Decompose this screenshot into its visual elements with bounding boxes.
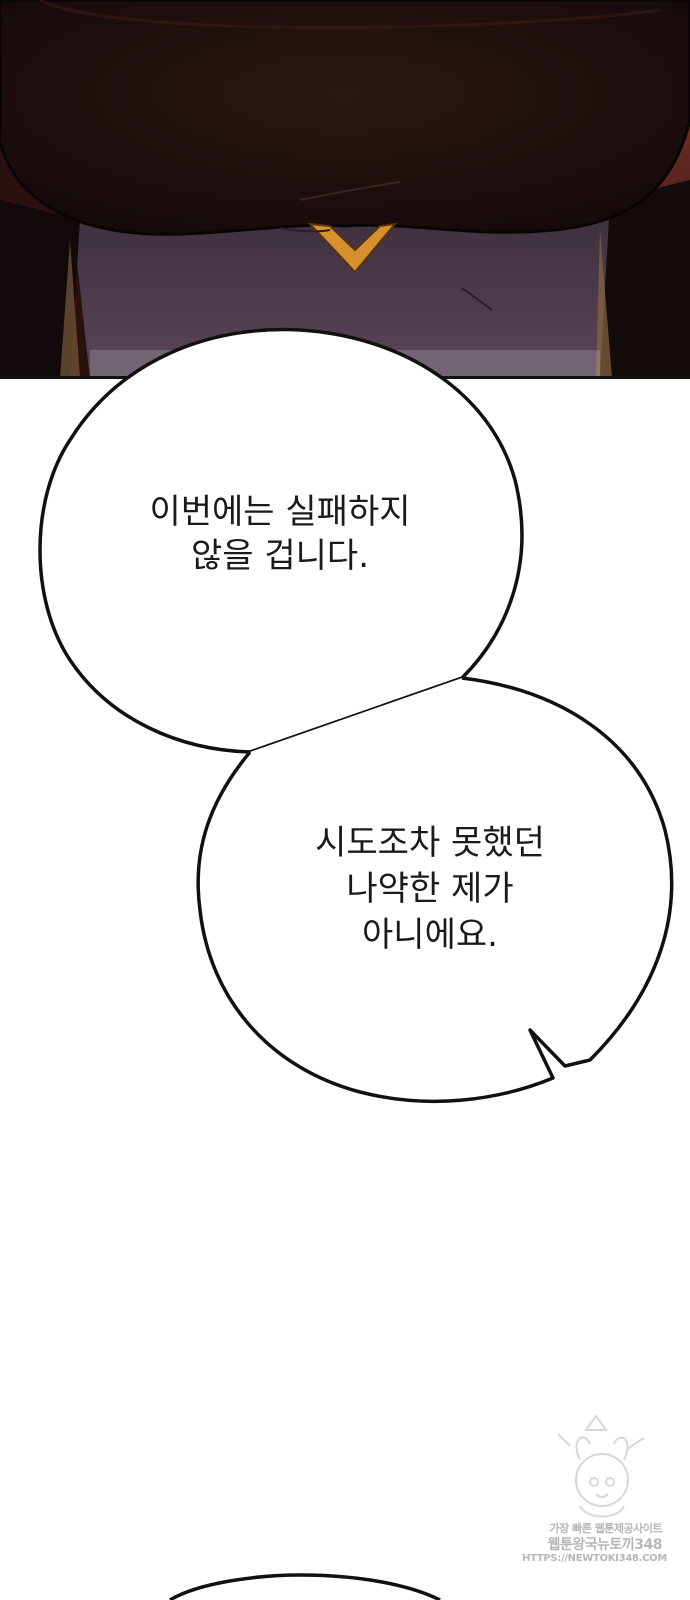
watermark-site-name: 웹툰왕국뉴토끼348 [547,1537,663,1553]
speech-bubble-1 [38,327,524,754]
watermark-url: HTTPS://NEWTOKI348.COM [522,1553,667,1564]
dialogue-text-1: 이번에는 실패하지 않을 겁니다. [149,492,411,576]
dialogue-text-2: 시도조차 못했던 나약한 제가 아니에요. [315,823,545,955]
watermark-mascot-icon [557,1414,645,1518]
speech-bubble-3-top [169,1573,441,1600]
speech-bubble-2 [196,676,674,1104]
watermark-tagline: 가장 빠른 웹툰제공사이트 [549,1522,663,1535]
